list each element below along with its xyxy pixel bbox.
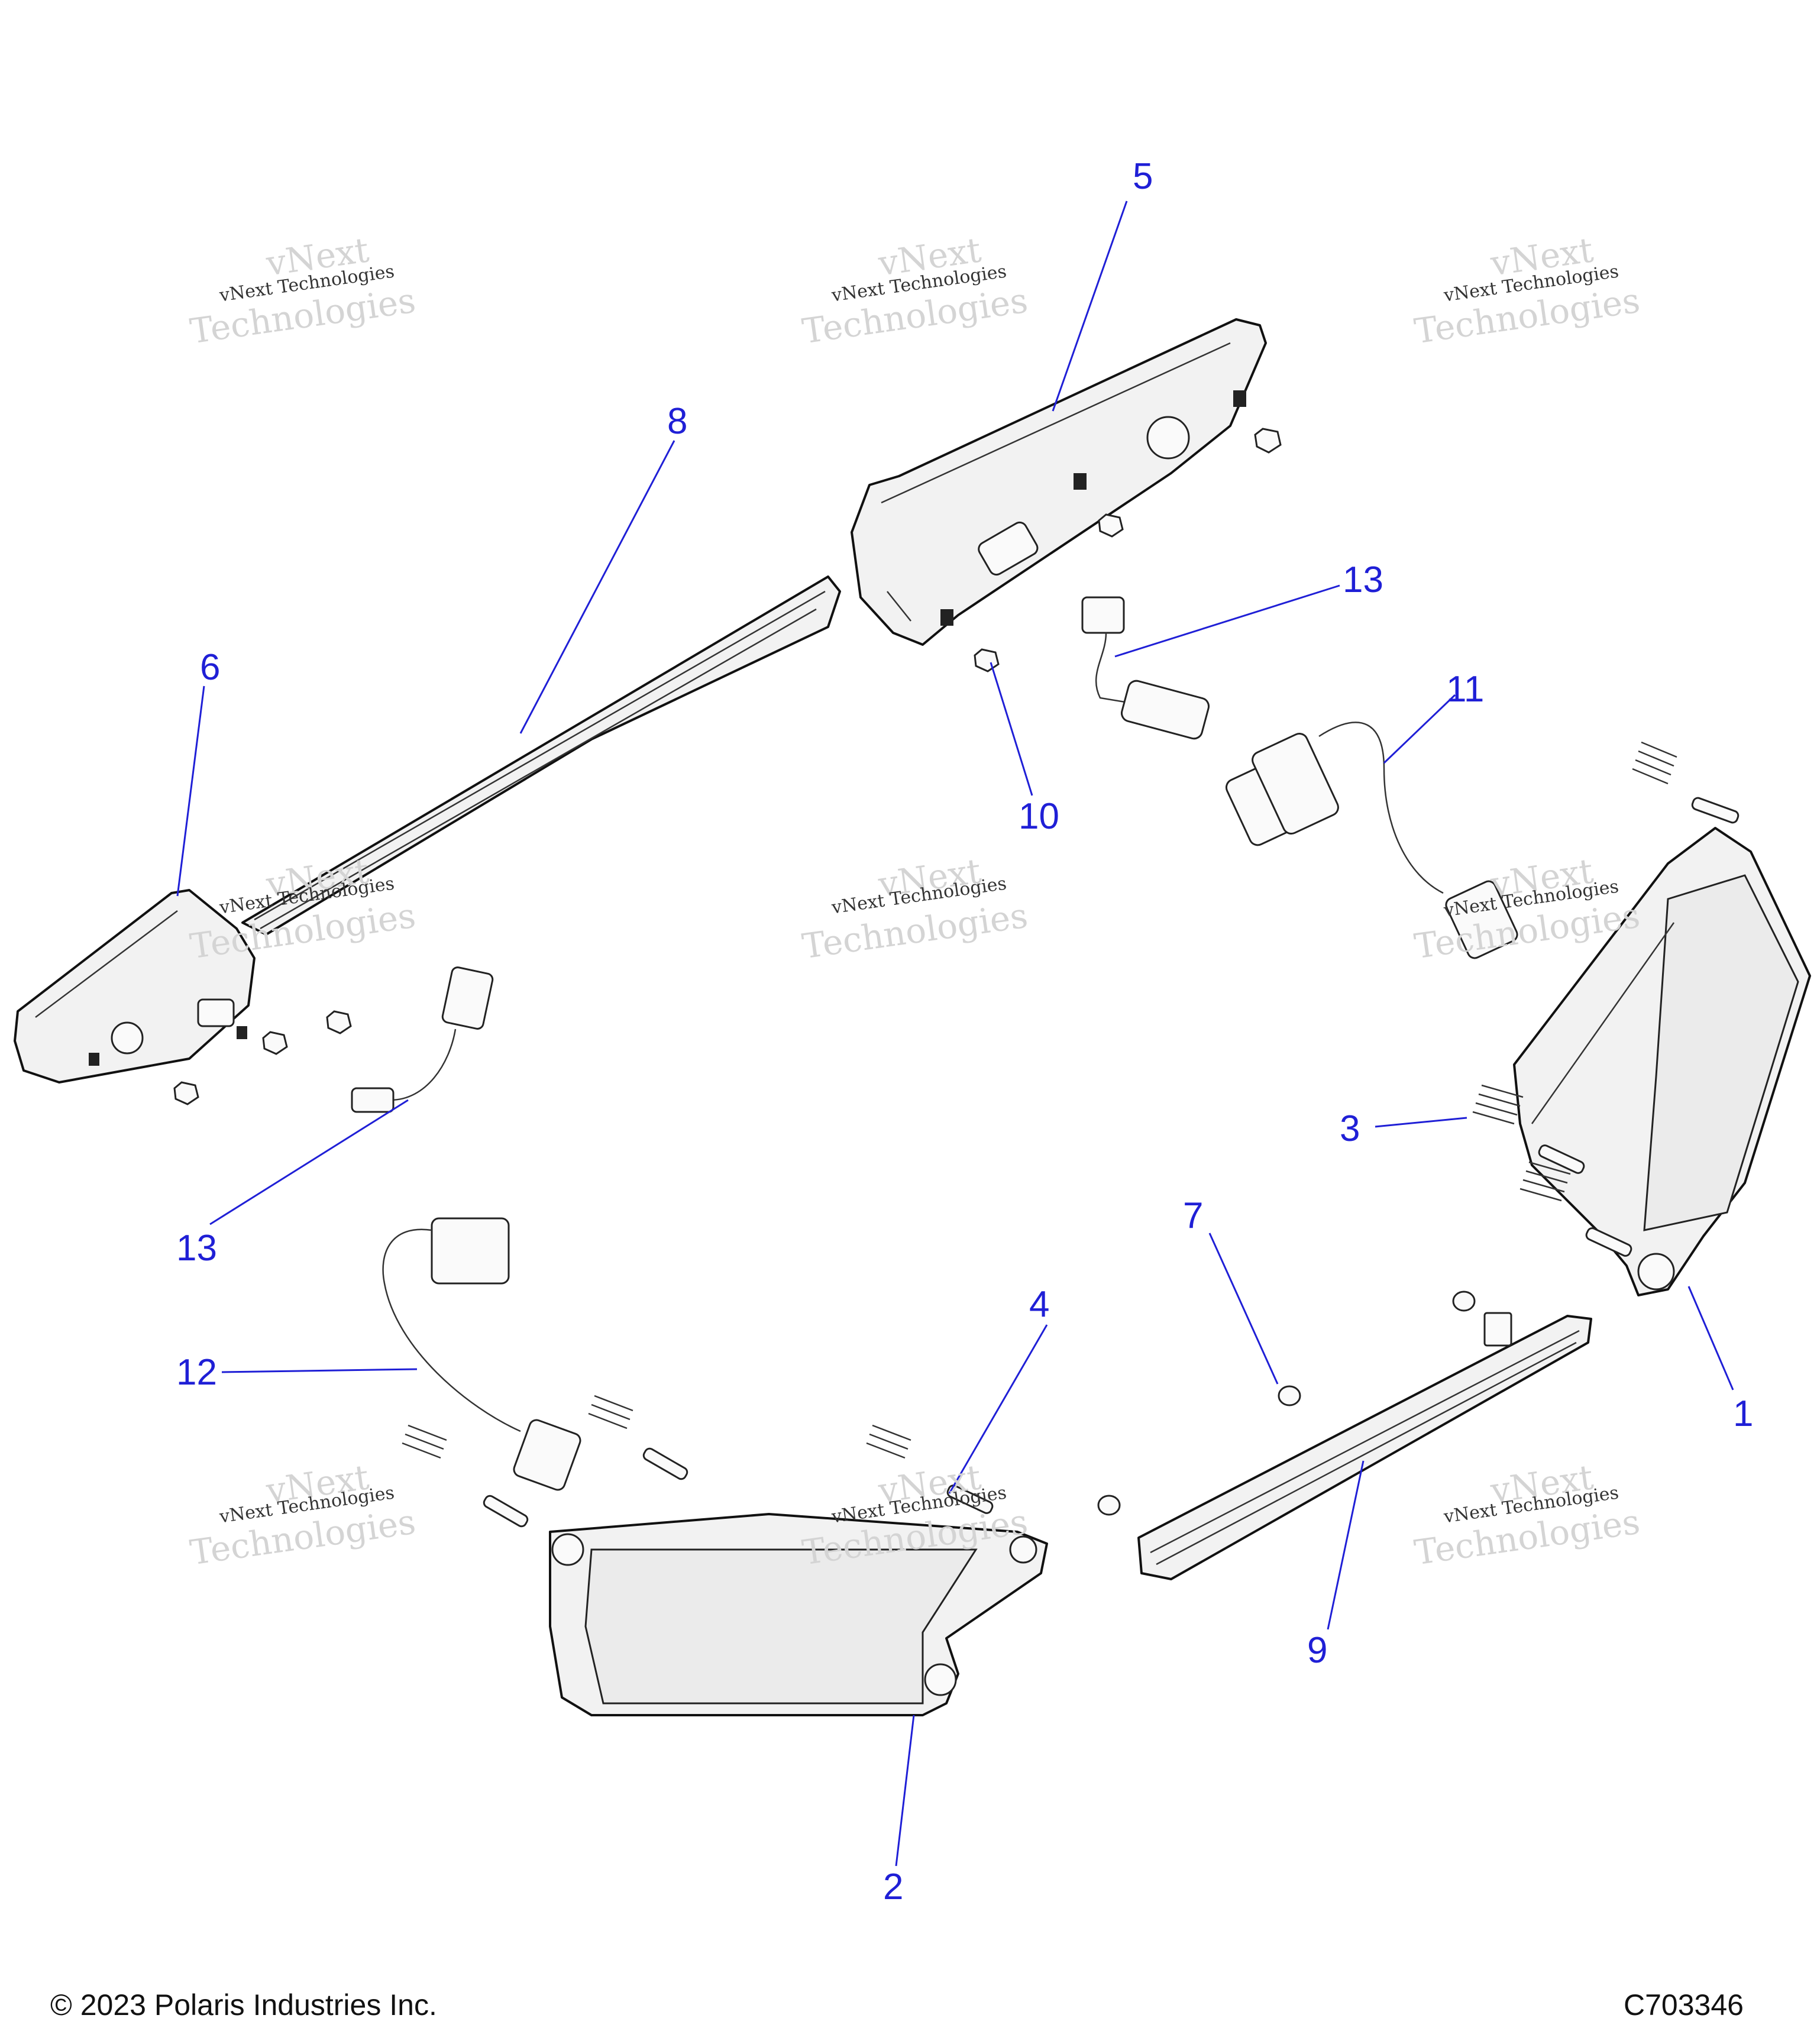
- part-13-lower-harness: [351, 966, 494, 1113]
- callout-5: 5: [1133, 156, 1153, 197]
- part-12-harness: [382, 1217, 581, 1491]
- part-11-harness: [1225, 722, 1518, 959]
- part-4-springs: [402, 1395, 994, 1528]
- part-9-light-bar: [1137, 1312, 1592, 1580]
- callout-11: 11: [1446, 669, 1485, 710]
- leader-lines: [176, 200, 1734, 1867]
- callout-4: 4: [1029, 1284, 1050, 1325]
- callout-1: 1: [1733, 1393, 1754, 1434]
- copyright-notice: © 2023 Polaris Industries Inc.: [50, 1988, 437, 2022]
- callout-3: 3: [1340, 1108, 1360, 1149]
- part-8-light-strip: [241, 575, 841, 936]
- callout-6: 6: [200, 647, 221, 688]
- part-3-springs: [1472, 741, 1740, 1257]
- drawing-number: C703346: [1624, 1988, 1744, 2022]
- part-6-left-housing: [14, 889, 256, 1084]
- part-13-upper-harness: [1081, 596, 1210, 740]
- callout-7: 7: [1183, 1195, 1204, 1236]
- part-2-lower-headlight: [549, 1513, 1048, 1716]
- callout-9: 9: [1307, 1630, 1328, 1671]
- callout-12: 12: [176, 1352, 217, 1393]
- callout-10: 10: [1019, 796, 1059, 837]
- callout-2: 2: [883, 1867, 904, 1907]
- part-7-grommets: [1097, 1291, 1476, 1516]
- part-1-right-headlight: [1513, 827, 1811, 1296]
- nut-hardware: [173, 428, 1282, 1105]
- part-5-upper-housing: [851, 318, 1267, 646]
- callout-13-upper: 13: [1343, 559, 1383, 600]
- callout-8: 8: [667, 401, 688, 442]
- callout-13-lower: 13: [176, 1228, 217, 1269]
